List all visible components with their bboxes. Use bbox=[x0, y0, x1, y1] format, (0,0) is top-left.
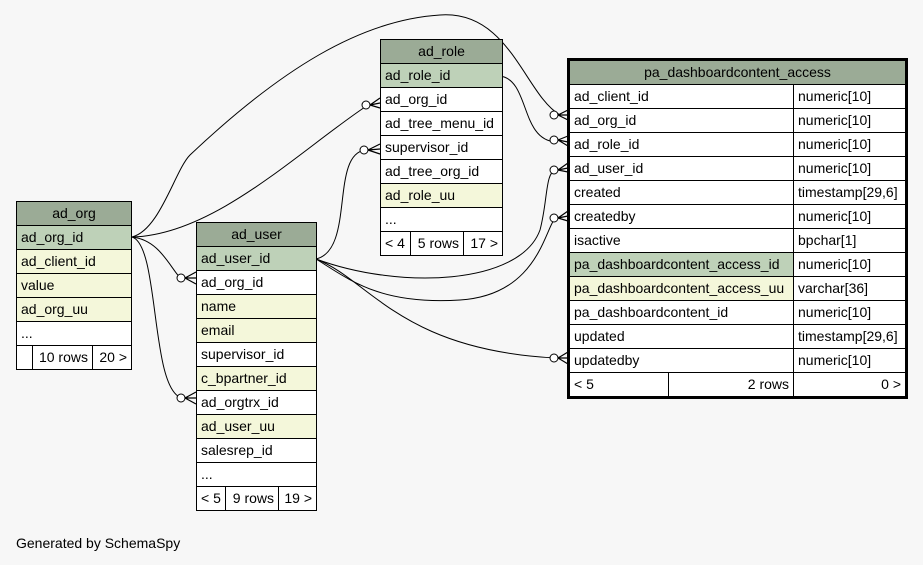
column-type: numeric[10] bbox=[793, 348, 907, 373]
column-type: numeric[10] bbox=[793, 132, 907, 157]
column-ad_orgtrx_id[interactable]: ad_orgtrx_id bbox=[195, 390, 318, 415]
column-createdby[interactable]: createdby bbox=[568, 204, 794, 229]
edge-end-circle bbox=[549, 135, 559, 145]
crows-foot bbox=[367, 143, 381, 155]
footer-rows: 5 rows bbox=[410, 231, 464, 256]
column-created[interactable]: created bbox=[568, 180, 794, 205]
table-ad_org: ad_org ad_org_id ad_client_id value ad_o… bbox=[16, 201, 132, 370]
column-type: timestamp[29,6] bbox=[793, 180, 907, 205]
table-header[interactable]: ad_org bbox=[16, 201, 132, 226]
column-ad_org_id[interactable]: ad_org_id bbox=[16, 225, 132, 250]
crows-foot bbox=[557, 210, 569, 222]
footer-children[interactable]: 19 > bbox=[277, 486, 318, 511]
column-ad_role_id[interactable]: ad_role_id bbox=[568, 132, 794, 157]
crows-foot bbox=[184, 271, 197, 285]
column-type: varchar[36] bbox=[793, 276, 907, 301]
edge-ad_user-ad_role-supervisor_id bbox=[315, 149, 366, 260]
generated-by-text: Generated by SchemaSpy bbox=[16, 535, 181, 551]
column-ad_tree_org_id[interactable]: ad_tree_org_id bbox=[379, 159, 504, 184]
column-supervisor_id[interactable]: supervisor_id bbox=[195, 342, 318, 367]
column-ad_role_id[interactable]: ad_role_id bbox=[379, 63, 504, 88]
column-ad_role_uu[interactable]: ad_role_uu bbox=[379, 183, 504, 208]
column-type: numeric[10] bbox=[793, 108, 907, 133]
table-header[interactable]: ad_role bbox=[379, 39, 504, 64]
edge-ad_org-ad_role-ad_org_id bbox=[131, 104, 369, 238]
footer-rows: 9 rows bbox=[225, 486, 279, 511]
footer-parents[interactable]: < 5 bbox=[196, 486, 226, 511]
column-pa_dashboardcontent_access_uu[interactable]: pa_dashboardcontent_access_uu bbox=[568, 276, 794, 301]
column-ad_org_id[interactable]: ad_org_id bbox=[195, 270, 318, 295]
edge-end-circle bbox=[549, 353, 559, 363]
column-type: numeric[10] bbox=[793, 204, 907, 229]
column-type: numeric[10] bbox=[793, 300, 907, 325]
column-type: bpchar[1] bbox=[793, 228, 907, 253]
edge-ad_user-pa-ad_user_id bbox=[315, 169, 557, 279]
column-pa_dashboardcontent_id[interactable]: pa_dashboardcontent_id bbox=[568, 300, 794, 325]
column-ad_tree_menu_id[interactable]: ad_tree_menu_id bbox=[379, 111, 504, 136]
column-more: ... bbox=[195, 462, 318, 487]
column-type: numeric[10] bbox=[793, 84, 907, 109]
column-email[interactable]: email bbox=[195, 318, 318, 343]
column-more: ... bbox=[379, 207, 504, 232]
column-c_bpartner_id[interactable]: c_bpartner_id bbox=[195, 366, 318, 391]
crows-foot bbox=[557, 162, 569, 173]
edge-end-circle bbox=[549, 110, 559, 120]
column-isactive[interactable]: isactive bbox=[568, 228, 794, 253]
footer-children[interactable]: 17 > bbox=[462, 231, 504, 256]
footer-parents[interactable]: < 5 bbox=[568, 372, 669, 398]
edge-end-circle bbox=[361, 100, 371, 110]
column-value[interactable]: value bbox=[16, 273, 132, 298]
crows-foot bbox=[369, 97, 381, 109]
edge-end-circle bbox=[549, 213, 559, 223]
column-name[interactable]: name bbox=[195, 294, 318, 319]
footer-parents bbox=[16, 345, 33, 370]
edge-end-circle bbox=[549, 165, 559, 175]
column-ad_user_id[interactable]: ad_user_id bbox=[568, 156, 794, 181]
column-ad_org_uu[interactable]: ad_org_uu bbox=[16, 297, 132, 322]
footer-children: 0 > bbox=[793, 372, 907, 398]
crows-foot bbox=[557, 135, 569, 147]
column-salesrep_id[interactable]: salesrep_id bbox=[195, 438, 318, 463]
table-header[interactable]: pa_dashboardcontent_access bbox=[568, 59, 907, 85]
crows-foot bbox=[557, 351, 569, 365]
edge-end-circle bbox=[176, 393, 186, 403]
footer-rows: 10 rows bbox=[32, 345, 93, 370]
column-supervisor_id[interactable]: supervisor_id bbox=[379, 135, 504, 160]
column-ad_client_id[interactable]: ad_client_id bbox=[16, 249, 132, 274]
edge-ad_user-pa-updatedby bbox=[315, 258, 557, 359]
column-type: numeric[10] bbox=[793, 252, 907, 277]
column-type: timestamp[29,6] bbox=[793, 324, 907, 349]
table-ad_user: ad_user ad_user_id ad_org_id name email … bbox=[195, 222, 318, 511]
footer-children[interactable]: 20 > bbox=[92, 345, 132, 370]
column-ad_user_id[interactable]: ad_user_id bbox=[195, 246, 318, 271]
edge-ad_user-pa-createdby bbox=[315, 217, 557, 302]
column-type: numeric[10] bbox=[793, 156, 907, 181]
column-pa_dashboardcontent_access_id[interactable]: pa_dashboardcontent_access_id bbox=[568, 252, 794, 277]
edge-end-circle bbox=[176, 273, 186, 283]
crows-foot bbox=[557, 109, 569, 121]
column-updatedby[interactable]: updatedby bbox=[568, 348, 794, 373]
edge-ad_org-pa-ad_client_id bbox=[131, 14, 561, 238]
footer-rows: 2 rows bbox=[668, 372, 794, 398]
column-ad_org_id[interactable]: ad_org_id bbox=[379, 87, 504, 112]
edge-ad_role-pa-ad_role_id bbox=[499, 75, 557, 143]
edge-ad_org-ad_user-ad_orgtrx_id bbox=[131, 236, 183, 399]
column-ad_user_uu[interactable]: ad_user_uu bbox=[195, 414, 318, 439]
column-more: ... bbox=[16, 321, 132, 346]
table-pa_dashboardcontent_access: pa_dashboardcontent_access ad_client_id … bbox=[567, 58, 908, 399]
column-ad_org_id[interactable]: ad_org_id bbox=[568, 108, 794, 133]
column-ad_client_id[interactable]: ad_client_id bbox=[568, 84, 794, 109]
table-ad_role: ad_role ad_role_id ad_org_id ad_tree_men… bbox=[379, 39, 504, 256]
edge-end-circle bbox=[359, 145, 369, 155]
table-header[interactable]: ad_user bbox=[195, 222, 318, 247]
crows-foot bbox=[184, 391, 197, 405]
footer-parents[interactable]: < 4 bbox=[380, 231, 411, 256]
column-updated[interactable]: updated bbox=[568, 324, 794, 349]
